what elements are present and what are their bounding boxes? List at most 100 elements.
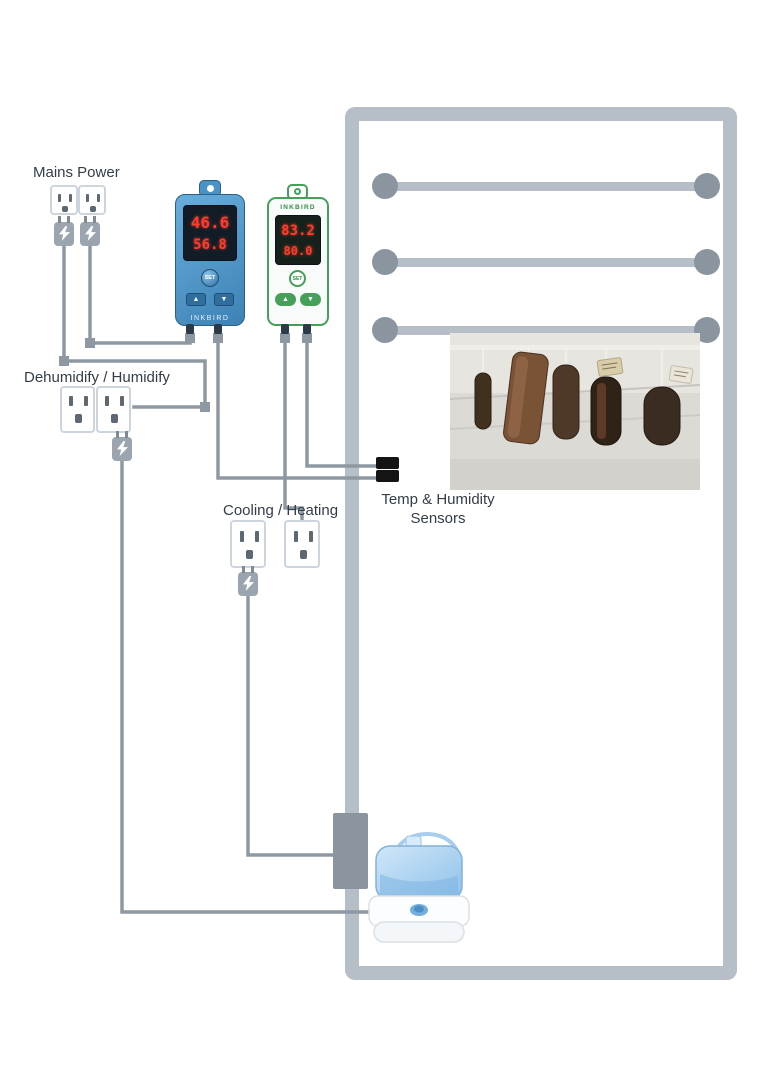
mount-tab	[199, 180, 221, 197]
down-button: ▼	[214, 293, 234, 306]
controller-body: 46.6 56.8 SET ▲ ▼ INKBIRD	[175, 194, 245, 326]
outlet-ground	[300, 550, 307, 559]
wire-junction	[185, 333, 195, 343]
wire-junction	[85, 338, 95, 348]
outlet-slot	[69, 396, 73, 406]
cable-stub	[214, 324, 222, 334]
brand-label: INKBIRD	[280, 204, 316, 211]
outlet-slot	[84, 396, 88, 406]
outlet-slot	[309, 531, 313, 542]
lightning-bolt-icon	[116, 441, 128, 456]
up-arrow-icon: ▲	[192, 296, 200, 303]
current-humidity-readout: 83.2	[281, 222, 315, 239]
cable-stub	[303, 324, 311, 334]
heating-outlet	[284, 520, 320, 568]
outlet-slot	[105, 396, 109, 406]
humidity-display: 83.2 80.0	[275, 215, 321, 265]
controller-body: INKBIRD 83.2 80.0 SET ▲ ▼	[267, 197, 329, 326]
rail-end	[694, 249, 720, 275]
plug-prong	[67, 216, 70, 223]
sensors-label-line1: Temp & Humidity	[381, 491, 495, 508]
wire-junction	[59, 356, 69, 366]
dehumidify-outlet	[60, 386, 95, 433]
up-arrow-icon: ▲	[282, 296, 289, 303]
set-button: SET	[289, 270, 306, 287]
dehumidify-humidify-label: Dehumidify / Humidify	[24, 369, 170, 386]
outlet-slot	[120, 396, 124, 406]
rail-end	[372, 317, 398, 343]
cable-stub	[281, 324, 289, 334]
outlet-slot	[294, 531, 298, 542]
outlet-slot	[58, 194, 61, 202]
rail-end	[372, 249, 398, 275]
power-plug	[54, 216, 74, 246]
plug-prong	[93, 216, 96, 223]
plug-prong	[116, 431, 119, 438]
mains-power-label: Mains Power	[33, 164, 120, 181]
cooling-outlet	[230, 520, 266, 568]
down-button: ▼	[300, 293, 321, 306]
meat-tag	[668, 365, 694, 384]
set-button: SET	[201, 269, 219, 287]
power-plug	[80, 216, 100, 246]
lightning-bolt-icon	[84, 226, 96, 241]
plug-prong	[84, 216, 87, 223]
outlet-ground	[90, 206, 96, 212]
hanging-rail	[383, 326, 709, 335]
down-arrow-icon: ▼	[220, 296, 228, 303]
hanging-rail	[383, 258, 709, 267]
mains-outlet	[78, 185, 106, 215]
cooling-plug	[238, 566, 258, 596]
hanging-rail	[383, 182, 709, 191]
temperature-display: 46.6 56.8	[183, 205, 237, 261]
mains-outlet	[50, 185, 78, 215]
humidity-controller: INKBIRD 83.2 80.0 SET ▲ ▼	[267, 184, 329, 334]
wire-junction	[200, 402, 210, 412]
set-button-label: SET	[204, 275, 216, 281]
wire-to-cooling-outlets	[283, 334, 304, 524]
outlet-ground	[62, 206, 68, 212]
mount-hole	[207, 185, 214, 192]
cured-meats-photo	[450, 333, 700, 490]
outlet-slot	[255, 531, 259, 542]
temperature-controller: 46.6 56.8 SET ▲ ▼ INKBIRD	[175, 180, 245, 334]
lightning-bolt-icon	[58, 226, 70, 241]
humidifier-plug	[112, 431, 132, 461]
rail-end	[372, 173, 398, 199]
humidify-outlet	[96, 386, 131, 433]
outlet-ground	[75, 414, 82, 423]
wire-junction	[302, 333, 312, 343]
up-button: ▲	[186, 293, 206, 306]
plug-prong	[242, 566, 245, 573]
outlet-slot	[86, 194, 89, 202]
lightning-bolt-icon	[242, 576, 254, 591]
sensors-label-line2: Sensors	[410, 510, 466, 527]
rail-end	[694, 173, 720, 199]
plug-prong	[125, 431, 128, 438]
plug-prong	[251, 566, 254, 573]
plug-prong	[58, 216, 61, 223]
outlet-slot	[97, 194, 100, 202]
outlet-slot	[240, 531, 244, 542]
mount-hole	[294, 188, 301, 195]
humidity-sensor	[376, 457, 399, 469]
wire-junction	[213, 333, 223, 343]
wire-junction	[280, 333, 290, 343]
temperature-sensor	[376, 470, 399, 482]
humidifier	[368, 832, 470, 943]
chamber-cable-port	[333, 813, 368, 889]
set-temperature-readout: 56.8	[193, 236, 227, 253]
set-humidity-readout: 80.0	[283, 243, 313, 258]
down-arrow-icon: ▼	[307, 296, 314, 303]
set-button-label: SET	[292, 275, 303, 282]
outlet-ground	[111, 414, 118, 423]
cable-stub	[186, 324, 194, 334]
sensors-label: Temp & Humidity Sensors	[371, 490, 505, 528]
up-button: ▲	[275, 293, 296, 306]
outlet-ground	[246, 550, 253, 559]
cooling-heating-label: Cooling / Heating	[223, 502, 339, 519]
brand-label: INKBIRD	[190, 315, 230, 322]
outlet-slot	[69, 194, 72, 202]
meat-tag	[596, 357, 624, 377]
